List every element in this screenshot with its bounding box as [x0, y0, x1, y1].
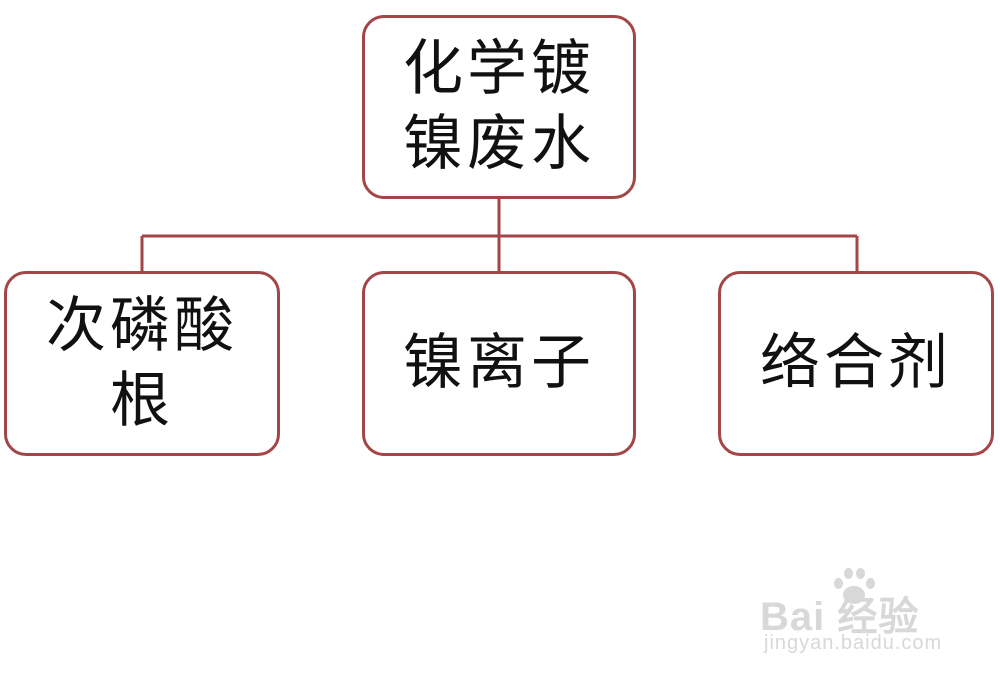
root-node-label: 化学镀 镍废水 [403, 32, 595, 182]
child3-label: 络合剂 [760, 328, 952, 398]
child-node-hypophosphite: 次磷酸 根 [4, 271, 280, 456]
child1-label-line1: 次磷酸 [46, 290, 238, 361]
child-node-label: 次磷酸 根 [46, 289, 238, 439]
baidu-jingyan-watermark: Bai 经验 jingyan.baidu.com [760, 566, 990, 661]
watermark-brand: Bai 经验 [760, 595, 920, 639]
watermark-url: jingyan.baidu.com [764, 632, 943, 654]
child2-label: 镍离子 [403, 328, 595, 398]
child-node-label: 络合剂 [760, 326, 952, 401]
root-label-line1: 化学镀 [403, 34, 595, 104]
child-node-label: 镍离子 [403, 326, 595, 401]
root-label-line2: 镍废水 [403, 109, 595, 179]
child-node-nickel-ion: 镍离子 [362, 271, 636, 456]
child-node-complexing-agent: 络合剂 [718, 271, 994, 456]
root-node: 化学镀 镍废水 [362, 15, 636, 199]
paw-icon [832, 566, 876, 610]
child1-label-line2: 根 [110, 365, 174, 436]
